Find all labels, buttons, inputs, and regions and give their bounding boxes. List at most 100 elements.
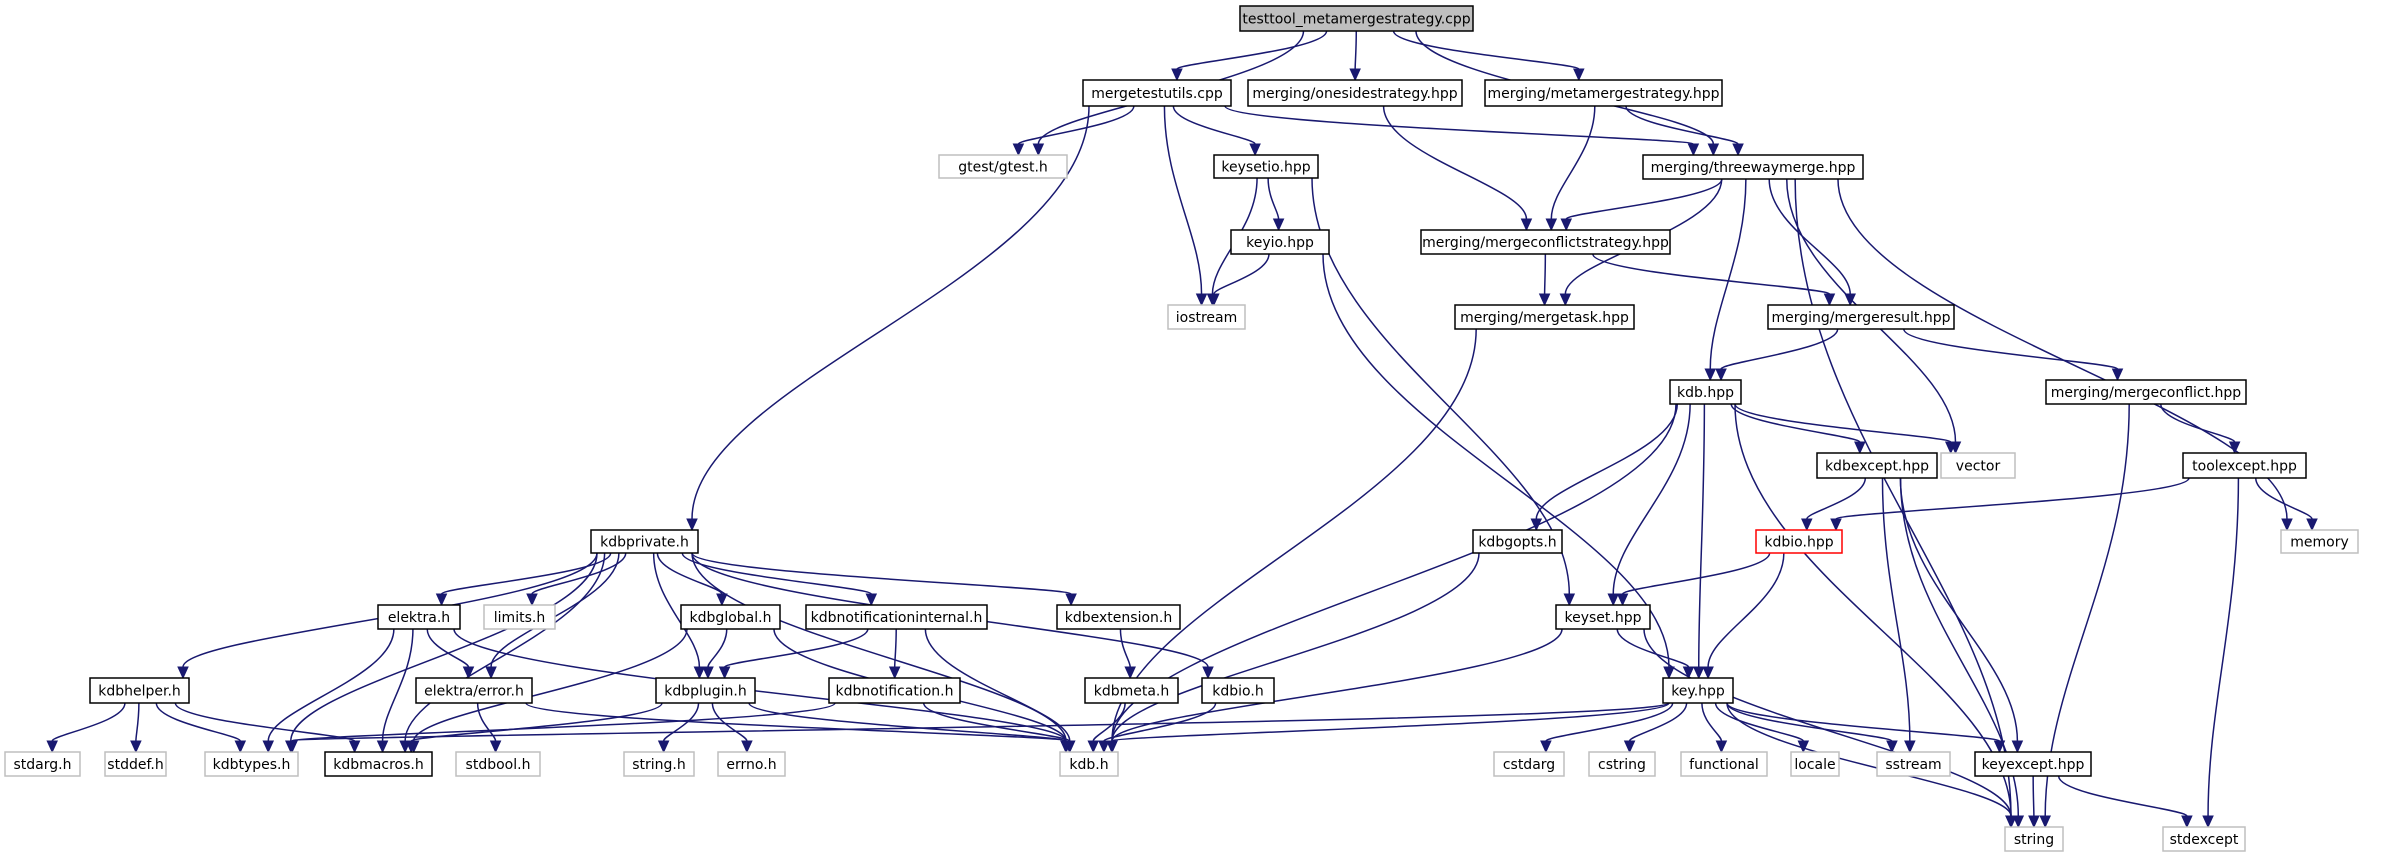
node-kdbextension-h[interactable]: kdbextension.h [1056, 604, 1181, 630]
node-merging-onesidestrategy-hpp[interactable]: merging/onesidestrategy.hpp [1247, 79, 1463, 107]
node-box [1059, 751, 1119, 777]
node-kdbhelper-h[interactable]: kdbhelper.h [89, 677, 190, 704]
arrowhead-icon [130, 740, 142, 754]
node-label: errno.h [726, 757, 776, 773]
node-kdbmeta-h[interactable]: kdbmeta.h [1084, 677, 1179, 704]
node-label: stdarg.h [14, 757, 72, 773]
edge-line [1707, 552, 1785, 668]
node-label: limits.h [494, 610, 545, 626]
edge-line [1267, 177, 1280, 220]
node-box [1876, 751, 1951, 777]
edge-keyhpp-to-kdbh [1106, 702, 1670, 754]
edge-line [691, 552, 1072, 595]
node-label: keyset.hpp [1565, 610, 1642, 626]
node-box [4, 751, 81, 777]
node-box [1247, 79, 1463, 107]
node-kdbio-h[interactable]: kdbio.h [1201, 677, 1275, 704]
node-toolexcept-hpp[interactable]: toolexcept.hpp [2182, 452, 2307, 479]
node-kdb-hpp[interactable]: kdb.hpp [1669, 379, 1742, 405]
edge-line [1565, 178, 1723, 220]
node-merging-mergeconflict-hpp[interactable]: merging/mergeconflict.hpp [2045, 379, 2247, 405]
edge-line [410, 702, 663, 742]
arrowhead-icon [888, 666, 901, 680]
node-kdbnotification-h[interactable]: kdbnotification.h [828, 677, 961, 704]
arrowhead-icon [1573, 68, 1585, 82]
edge-kdbiohpp-to-keyhpp [1702, 552, 1785, 680]
node-label: kdbglobal.h [690, 610, 772, 626]
arrowhead-icon [2028, 815, 2040, 829]
edge-kdbhelper-to-kdbmacros [174, 702, 361, 754]
edge-kio-to-iostream [1208, 253, 1270, 307]
node-merging-threewaymerge-hpp[interactable]: merging/threewaymerge.hpp [1642, 154, 1864, 180]
edge-line [404, 552, 606, 742]
edge-kdbpriv-to-kdbext [691, 552, 1077, 607]
node-keyset-hpp[interactable]: keyset.hpp [1555, 604, 1651, 630]
node-box [1056, 604, 1181, 630]
node-stddef-h: stddef.h [104, 751, 167, 777]
node-testtool-metamergestrategy-cpp[interactable]: testtool_metamergestrategy.cpp [1239, 5, 1474, 32]
node-limits-h: limits.h [483, 604, 556, 630]
arrowhead-icon [1087, 740, 1100, 754]
node-kdbgopts-h[interactable]: kdbgopts.h [1472, 529, 1563, 554]
node-kdbprivate-h[interactable]: kdbprivate.h [590, 529, 699, 554]
arrowhead-icon [1540, 740, 1552, 754]
node-label: kdbtypes.h [213, 757, 291, 773]
node-iostream: iostream [1167, 304, 1246, 330]
edge-kdbiohpp-to-keyset [1616, 552, 1771, 607]
node-box [2162, 826, 2246, 852]
arrowhead-icon [1993, 740, 2006, 754]
node-box [1084, 677, 1179, 704]
edge-mcs-to-mres [1592, 253, 1836, 307]
arrowhead-icon [1707, 143, 1720, 157]
node-kdbnotificationinternal-h[interactable]: kdbnotificationinternal.h [805, 604, 988, 630]
edge-line [291, 702, 1670, 742]
arrowhead-icon [1106, 740, 1118, 754]
edge-keyexc-to-stdexcept [2057, 775, 2193, 829]
arrowhead-icon [489, 740, 502, 754]
node-label: sstream [1885, 757, 1941, 773]
node-box [324, 751, 433, 777]
edge-keyhpp-to-functional [1701, 702, 1728, 754]
node-merging-mergetask-hpp[interactable]: merging/mergetask.hpp [1454, 304, 1635, 330]
node-kdbexcept-hpp[interactable]: kdbexcept.hpp [1816, 452, 1938, 479]
node-kdbio-hpp[interactable]: kdbio.hpp [1755, 529, 1843, 554]
node-elektra-h[interactable]: elektra.h [377, 604, 461, 630]
arrowhead-icon [376, 740, 389, 754]
node-kdbmacros-h[interactable]: kdbmacros.h [324, 751, 433, 777]
node-elektra-error-h[interactable]: elektra/error.h [415, 677, 533, 704]
node-keyexcept-hpp[interactable]: keyexcept.hpp [1974, 751, 2092, 777]
edge-line [2032, 775, 2035, 817]
edge-keyexc-to-string [2028, 775, 2040, 829]
node-merging-metamergestrategy-hpp[interactable]: merging/metamergestrategy.hpp [1484, 79, 1723, 107]
node-box [89, 677, 190, 704]
node-label: kdbnotificationinternal.h [811, 610, 983, 626]
node-merging-mergeconflictstrategy-hpp[interactable]: merging/mergeconflictstrategy.hpp [1420, 229, 1671, 255]
edge-line [1545, 702, 1674, 742]
edge-keyhpp-to-cstring [1623, 702, 1688, 754]
edge-line [1535, 403, 1679, 520]
edge-toolexc-to-stdexcept [2202, 477, 2240, 829]
node-label: keyexcept.hpp [1982, 757, 2085, 773]
edge-line [1701, 702, 1723, 742]
node-mergetestutils-cpp[interactable]: mergetestutils.cpp [1082, 79, 1232, 107]
edge-kdbpriv-to-kdbplugin [652, 552, 706, 680]
node-kdbglobal-h[interactable]: kdbglobal.h [680, 604, 781, 630]
arrowhead-icon [1098, 740, 1110, 754]
edge-elektra-to-kdbtypes [262, 628, 395, 754]
arrowhead-icon [1616, 593, 1629, 607]
edge-line [922, 702, 1071, 742]
node-box [104, 751, 167, 777]
node-key-hpp[interactable]: key.hpp [1662, 677, 1734, 704]
edge-keyhpp-to-keyexc [1726, 702, 2006, 754]
node-label: key.hpp [1671, 684, 1725, 700]
edge-kdbhelper-to-stddef [130, 702, 142, 754]
node-kdbplugin-h[interactable]: kdbplugin.h [655, 677, 756, 704]
node-label: kdbnotification.h [836, 684, 954, 700]
edge-mres-to-mconf [1903, 328, 2124, 382]
node-keyio-hpp[interactable]: keyio.hpp [1230, 229, 1330, 255]
node-keysetio-hpp[interactable]: keysetio.hpp [1213, 154, 1319, 179]
edge-line [1103, 702, 1217, 742]
edge-line [1730, 403, 1861, 443]
edge-root-to-mtu [1171, 30, 1328, 82]
node-merging-mergeresult-hpp[interactable]: merging/mergeresult.hpp [1767, 304, 1955, 330]
